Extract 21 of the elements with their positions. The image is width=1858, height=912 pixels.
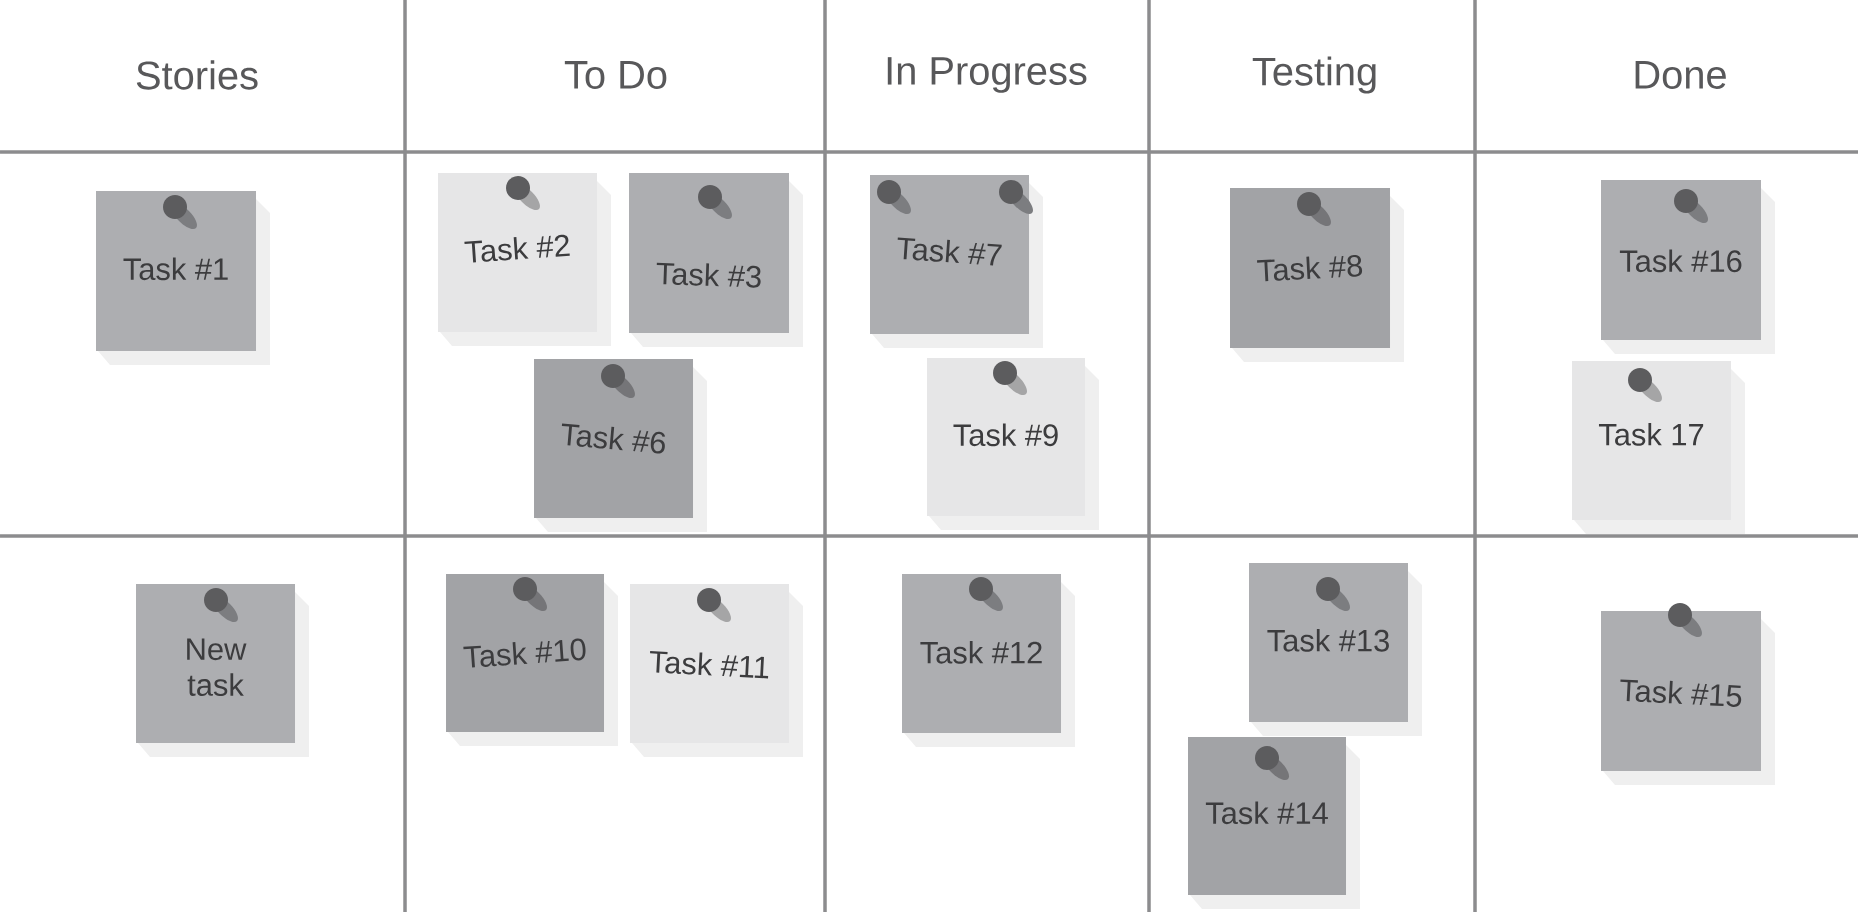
column-heading: To Do — [564, 61, 667, 89]
sticky-note: Task #13 — [1249, 563, 1422, 736]
sticky-note: Task #9 — [927, 358, 1099, 530]
sticky-note: Task #12 — [902, 574, 1075, 747]
sticky-note: Task #7 — [870, 175, 1043, 348]
sticky-note: Task #11 — [630, 584, 803, 757]
column-heading: Done — [1635, 61, 1726, 89]
sticky-note: Task #15 — [1601, 611, 1775, 785]
sticky-note: Task #16 — [1601, 180, 1775, 354]
sticky-note: Task #1 — [96, 191, 270, 365]
column-heading: Testing — [1252, 56, 1376, 94]
column-heading: Stories — [136, 60, 258, 90]
sticky-note: Task #14 — [1188, 737, 1360, 909]
sticky-note: Task #6 — [534, 359, 707, 532]
sticky-note: Task #3 — [629, 173, 803, 347]
sticky-note: Task 17 — [1572, 361, 1745, 534]
sticky-note: New task — [136, 584, 309, 757]
sticky-note: Task #2 — [438, 173, 611, 346]
sticky-note: Task #8 — [1230, 188, 1404, 362]
sticky-note: Task #10 — [446, 574, 618, 746]
column-heading: In Progress — [887, 57, 1087, 93]
